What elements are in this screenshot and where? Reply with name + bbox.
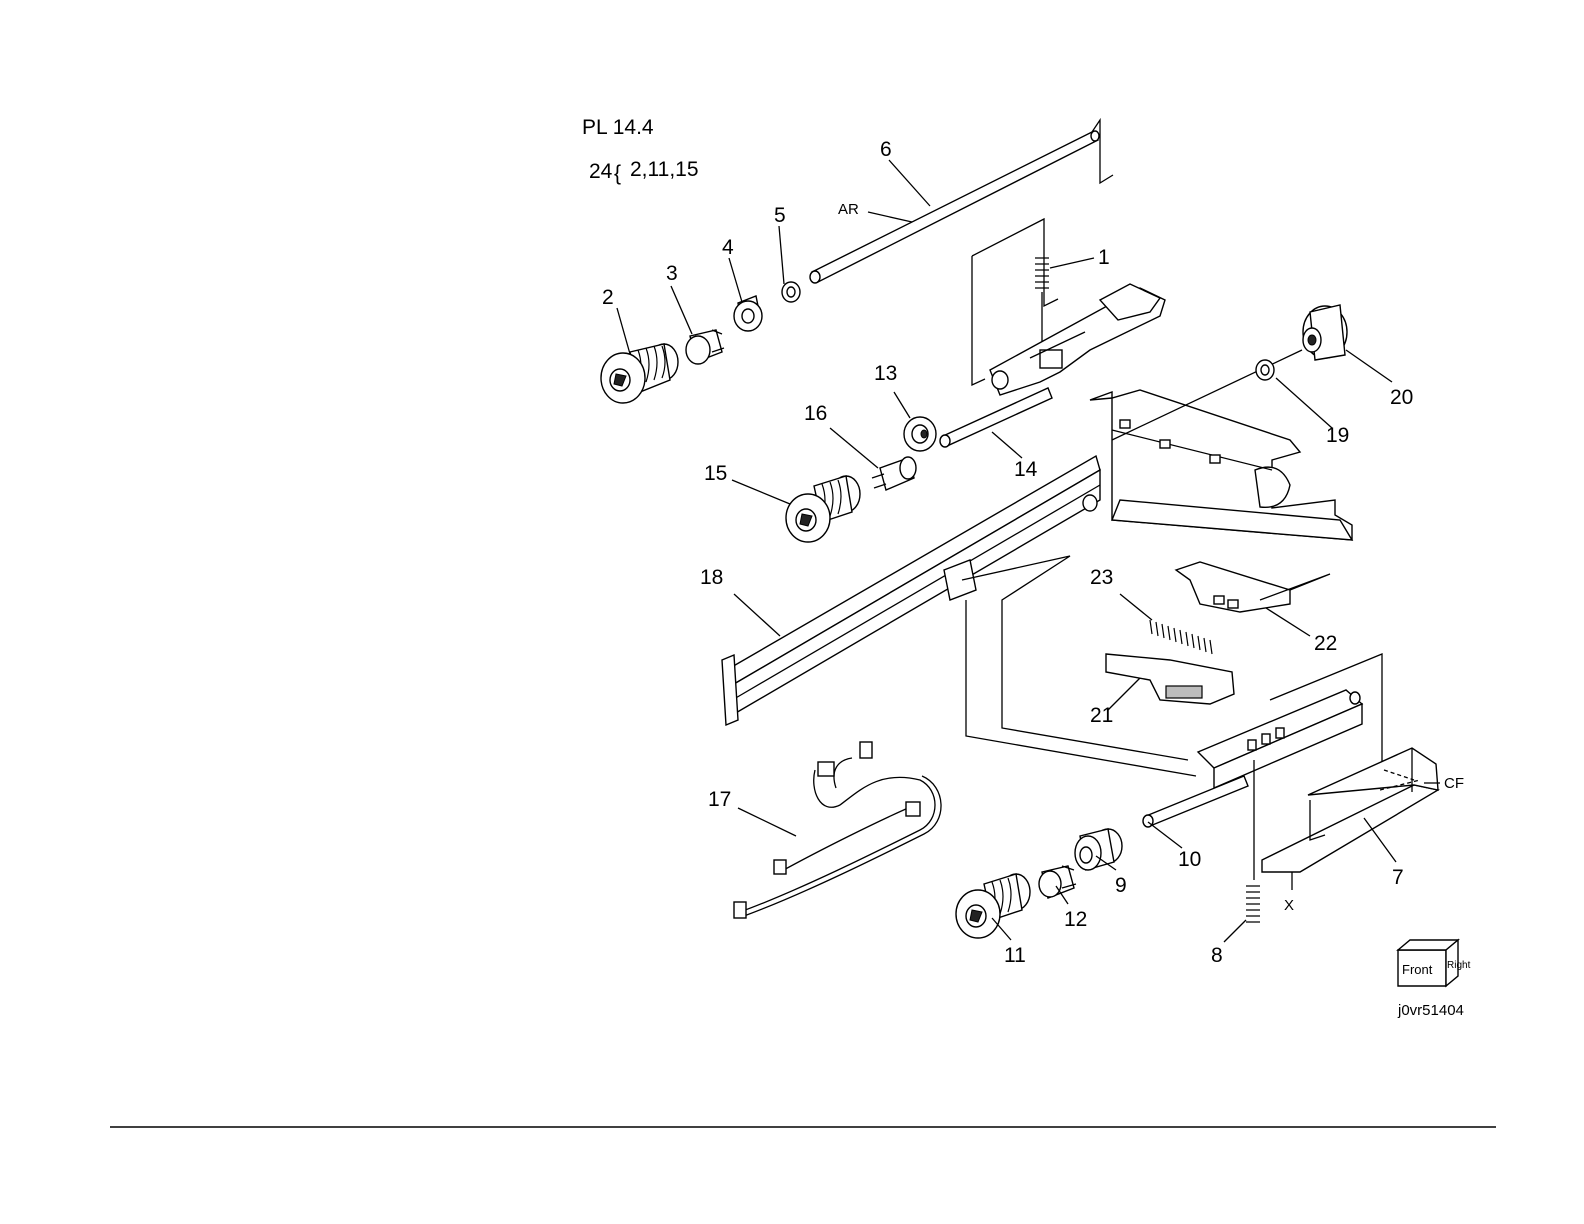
callout-1: 1 [1098,246,1110,269]
callout-22: 22 [1314,632,1337,655]
callout-7: 7 [1392,866,1404,889]
callout-16: 16 [804,402,827,425]
orientation-front-label: Front [1402,962,1433,977]
part-13-gear [904,417,936,451]
callout-11: 11 [1004,944,1026,967]
orientation-right-label: Right [1447,960,1471,971]
leader-lines [617,160,1440,942]
part-20-gear [1303,305,1347,360]
callout-2: 2 [602,286,614,309]
note-x: X [1284,897,1294,914]
callout-10: 10 [1178,848,1201,871]
part-9-roller [1075,829,1122,870]
note-ar: AR [838,201,859,218]
figure-id: j0vr51404 [1397,1002,1464,1019]
callout-21: 21 [1090,704,1113,727]
part-4-collar [734,296,762,331]
callout-9: 9 [1115,874,1127,897]
callout-4: 4 [722,236,734,259]
kit-number: 24 [589,160,613,183]
part-22-bracket [1176,562,1290,612]
part-21-lever [1106,654,1234,704]
part-23-spring [1150,620,1212,654]
kit-parts: 2,11,15 [630,158,699,181]
part-19-washer [1256,360,1274,380]
callout-6: 6 [880,138,892,161]
part-2-roller [601,344,678,403]
part-12-clutch [1039,866,1076,898]
callout-3: 3 [666,262,678,285]
part-18-rail [722,456,1100,725]
callout-12: 12 [1064,908,1087,931]
callout-18: 18 [700,566,723,589]
part-16-clutch [872,457,916,490]
part-7-plate [1262,748,1438,872]
callout-23: 23 [1090,566,1113,589]
plate-title: PL 14.4 [582,116,654,139]
callout-20: 20 [1390,386,1413,409]
callout-19: 19 [1326,424,1349,447]
callout-17: 17 [708,788,731,811]
kit-brace: { [614,162,621,185]
callout-8: 8 [1211,944,1223,967]
callout-14: 14 [1014,458,1038,481]
part-15-roller [786,476,860,542]
callout-15: 15 [704,462,727,485]
part-3-clutch [686,330,724,364]
part-5-washer [782,282,800,302]
orientation-cube-icon: Front Right [1398,940,1471,986]
frame-bracket [1090,390,1352,540]
callout-5: 5 [774,204,786,227]
part-11-roller [956,874,1030,938]
part-8-spring [1246,760,1260,922]
note-cf: CF [1444,775,1464,792]
callout-13: 13 [874,362,897,385]
part-17-harness [734,742,941,918]
